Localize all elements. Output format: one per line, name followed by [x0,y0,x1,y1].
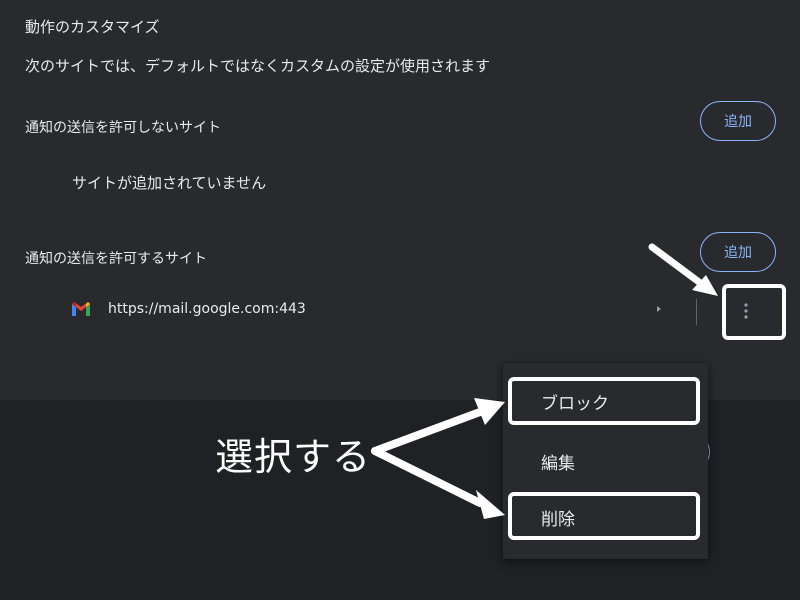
more-actions-button[interactable] [734,298,758,324]
menu-item-block[interactable]: ブロック [541,393,609,414]
allowed-sites-heading: 通知の送信を許可するサイト [25,251,207,267]
highlight-more-button [722,284,786,340]
site-url: https://mail.google.com:443 [108,301,306,317]
more-vert-icon [744,303,748,319]
row-divider [696,299,697,325]
section-description: 次のサイトでは、デフォルトではなくカスタムの設定が使用されます [25,57,491,75]
gmail-icon [72,302,90,316]
menu-item-delete[interactable]: 削除 [541,509,575,530]
context-menu: ブロック 編集 削除 [503,363,708,559]
chevron-right-icon[interactable] [654,302,664,316]
annotation-text: 選択する [215,435,372,479]
section-title: 動作のカスタマイズ [25,18,160,36]
settings-panel: 動作のカスタマイズ 次のサイトでは、デフォルトではなくカスタムの設定が使用されま… [25,18,780,332]
add-blocked-site-button[interactable]: 追加 [700,101,776,141]
highlight-delete-item [508,492,700,540]
highlight-block-item [508,377,700,425]
blocked-sites-empty-text: サイトが追加されていません [72,174,267,192]
menu-item-edit[interactable]: 編集 [541,453,575,474]
add-allowed-site-button[interactable]: 追加 [700,232,776,272]
allowed-site-row[interactable]: https://mail.google.com:443 [60,290,780,332]
blocked-sites-heading: 通知の送信を許可しないサイト [25,120,221,136]
